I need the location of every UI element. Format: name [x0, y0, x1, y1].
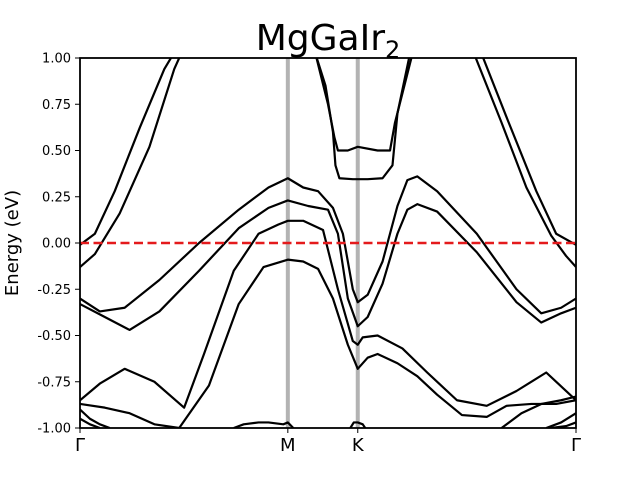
- band-8: [80, 417, 101, 428]
- y-tick-label: 0.50: [42, 144, 71, 159]
- y-tick-label: -0.25: [37, 283, 71, 298]
- band-17: [482, 58, 576, 246]
- band-6: [80, 258, 576, 428]
- chart-title-main: MgGaIr: [256, 18, 385, 59]
- y-axis-ticks: -1.00 -0.75 -0.50 -0.25 0.00 0.25 0.50 0.75 1.00: [37, 52, 80, 437]
- band-15: [315, 58, 411, 181]
- band-4: [80, 199, 576, 332]
- band-5: [80, 219, 576, 409]
- band-7: [80, 408, 111, 428]
- y-tick-label: -0.75: [37, 375, 71, 390]
- y-tick-label: 0.25: [42, 190, 71, 205]
- y-tick-label: -0.50: [37, 329, 71, 344]
- chart-title: MgGaIr2: [256, 18, 401, 64]
- band-3: [80, 175, 576, 315]
- kpoint-label-2: K: [352, 435, 365, 456]
- y-axis-label: Energy (eV): [2, 190, 23, 296]
- band-9: [233, 421, 295, 428]
- kpoint-label-0: Γ: [75, 435, 85, 456]
- band-2: [80, 58, 173, 246]
- band-14: [315, 58, 413, 152]
- kpoint-label-1: M: [280, 435, 296, 456]
- y-tick-label: 1.00: [42, 52, 71, 67]
- band-10: [349, 421, 367, 428]
- kpoint-label-3: Γ: [571, 435, 581, 456]
- y-tick-label: 0.00: [42, 237, 71, 252]
- band-1: [80, 58, 181, 268]
- band-11: [545, 412, 576, 428]
- band-16: [474, 58, 576, 268]
- chart-title-subscript: 2: [385, 36, 400, 64]
- y-tick-label: -1.00: [37, 422, 71, 437]
- y-tick-label: 0.75: [42, 98, 71, 113]
- energy-bands: [80, 58, 576, 428]
- band-13: [500, 395, 576, 428]
